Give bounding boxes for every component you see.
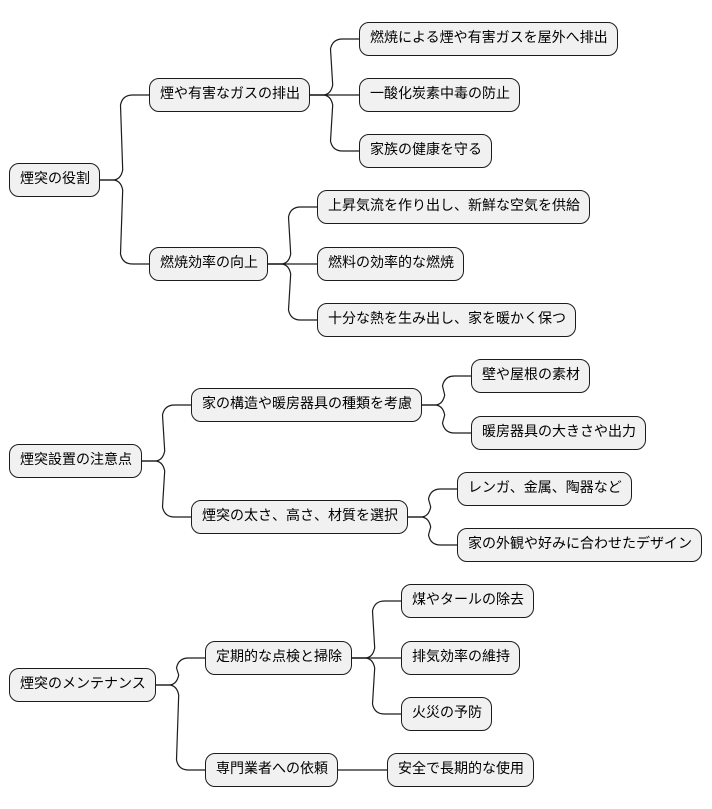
leaf-node: 燃焼による煙や有害ガスを屋外へ排出 (359, 22, 618, 56)
leaf-node: 十分な熱を生み出し、家を暖かく保つ (317, 303, 576, 337)
leaf-node: 暖房器具の大きさや出力 (471, 416, 646, 450)
leaf-node: 火災の予防 (401, 697, 492, 731)
connector-line (156, 657, 205, 686)
connector-line (422, 375, 471, 406)
root-node: 煙突設置の注意点 (9, 444, 142, 478)
connector-line (422, 404, 471, 434)
leaf-node: 燃料の効率的な燃焼 (317, 247, 464, 281)
connector-line (100, 179, 149, 265)
connector-line (156, 684, 205, 771)
connector-line (310, 94, 359, 152)
branch-node: 家の構造や暖房器具の種類を考慮 (191, 388, 422, 422)
leaf-node: 家の外観や好みに合わせたデザイン (457, 528, 702, 562)
leaf-node: 一酸化炭素中毒の防止 (359, 78, 520, 112)
connector-line (268, 206, 317, 265)
leaf-node: 家族の健康を守る (359, 134, 492, 168)
connector-line (142, 404, 191, 462)
root-node: 煙突の役割 (9, 163, 100, 197)
leaf-node: 壁や屋根の素材 (471, 359, 590, 393)
branch-node: 煙突の太さ、高さ、材質を選択 (191, 500, 408, 534)
branch-node: 定期的な点検と掃除 (205, 641, 352, 675)
connector-line (352, 600, 401, 659)
leaf-node: 煤やタールの除去 (401, 584, 534, 618)
leaf-node: 上昇気流を作り出し、新鮮な空気を供給 (317, 190, 590, 224)
leaf-node: 安全で長期的な使用 (387, 753, 534, 787)
branch-node: 専門業者への依頼 (205, 753, 338, 787)
connector-line (408, 516, 457, 546)
leaf-node: 排気効率の維持 (401, 641, 520, 675)
branch-node: 燃焼効率の向上 (149, 247, 268, 281)
connector-line (100, 94, 149, 181)
connector-line (352, 657, 401, 715)
connector-line (310, 38, 359, 96)
branch-node: 煙や有害なガスの排出 (149, 78, 310, 112)
root-node: 煙突のメンテナンス (9, 668, 156, 702)
connector-line (142, 460, 191, 518)
connector-line (408, 488, 457, 518)
leaf-node: レンガ、金属、陶器など (457, 472, 632, 506)
connector-line (268, 263, 317, 321)
